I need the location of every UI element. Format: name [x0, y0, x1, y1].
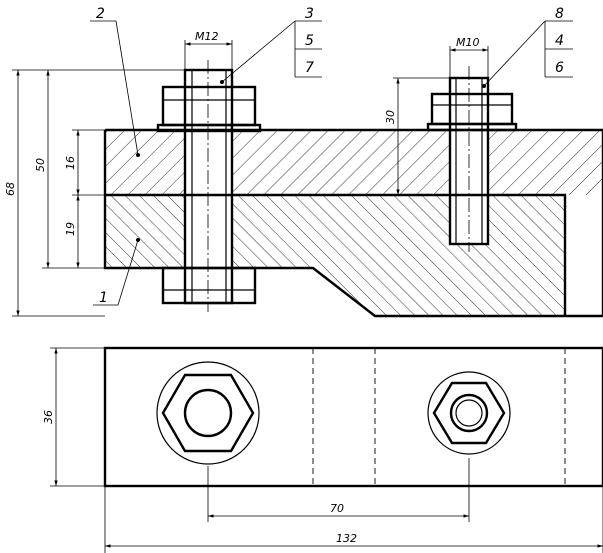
dim-70: 70 [330, 502, 344, 515]
part-label-8: 8 [555, 6, 564, 22]
bolt-m12 [156, 60, 262, 312]
bolt-m10 [426, 66, 518, 252]
dim-68: 68 [4, 182, 17, 196]
drawing-labels: 2 1 3 5 7 8 4 6 M12 M10 68 50 16 19 30 3… [4, 6, 564, 545]
part-label-5: 5 [305, 33, 314, 49]
plan-view [103, 346, 603, 488]
part-label-3: 3 [305, 6, 314, 22]
front-section-view [103, 60, 603, 318]
dimension-lines [12, 40, 603, 553]
dim-m12: M12 [195, 30, 219, 43]
nut-m12-plan [156, 361, 260, 465]
dim-36: 36 [42, 410, 55, 424]
dim-m10: M10 [456, 36, 480, 49]
part-label-6: 6 [555, 60, 564, 76]
dim-30: 30 [384, 110, 397, 124]
dim-132: 132 [336, 532, 357, 545]
dim-50: 50 [34, 158, 47, 172]
nut-m10-plan [427, 371, 511, 455]
dim-16: 16 [64, 156, 77, 170]
leader-lines [90, 20, 573, 306]
top-plate-section [105, 130, 603, 195]
part-label-7: 7 [305, 60, 314, 76]
bottom-plate-section [105, 195, 565, 316]
part-label-4: 4 [555, 33, 564, 49]
part-label-1: 1 [99, 290, 108, 306]
part-label-2: 2 [96, 6, 105, 22]
dim-19: 19 [64, 222, 77, 236]
